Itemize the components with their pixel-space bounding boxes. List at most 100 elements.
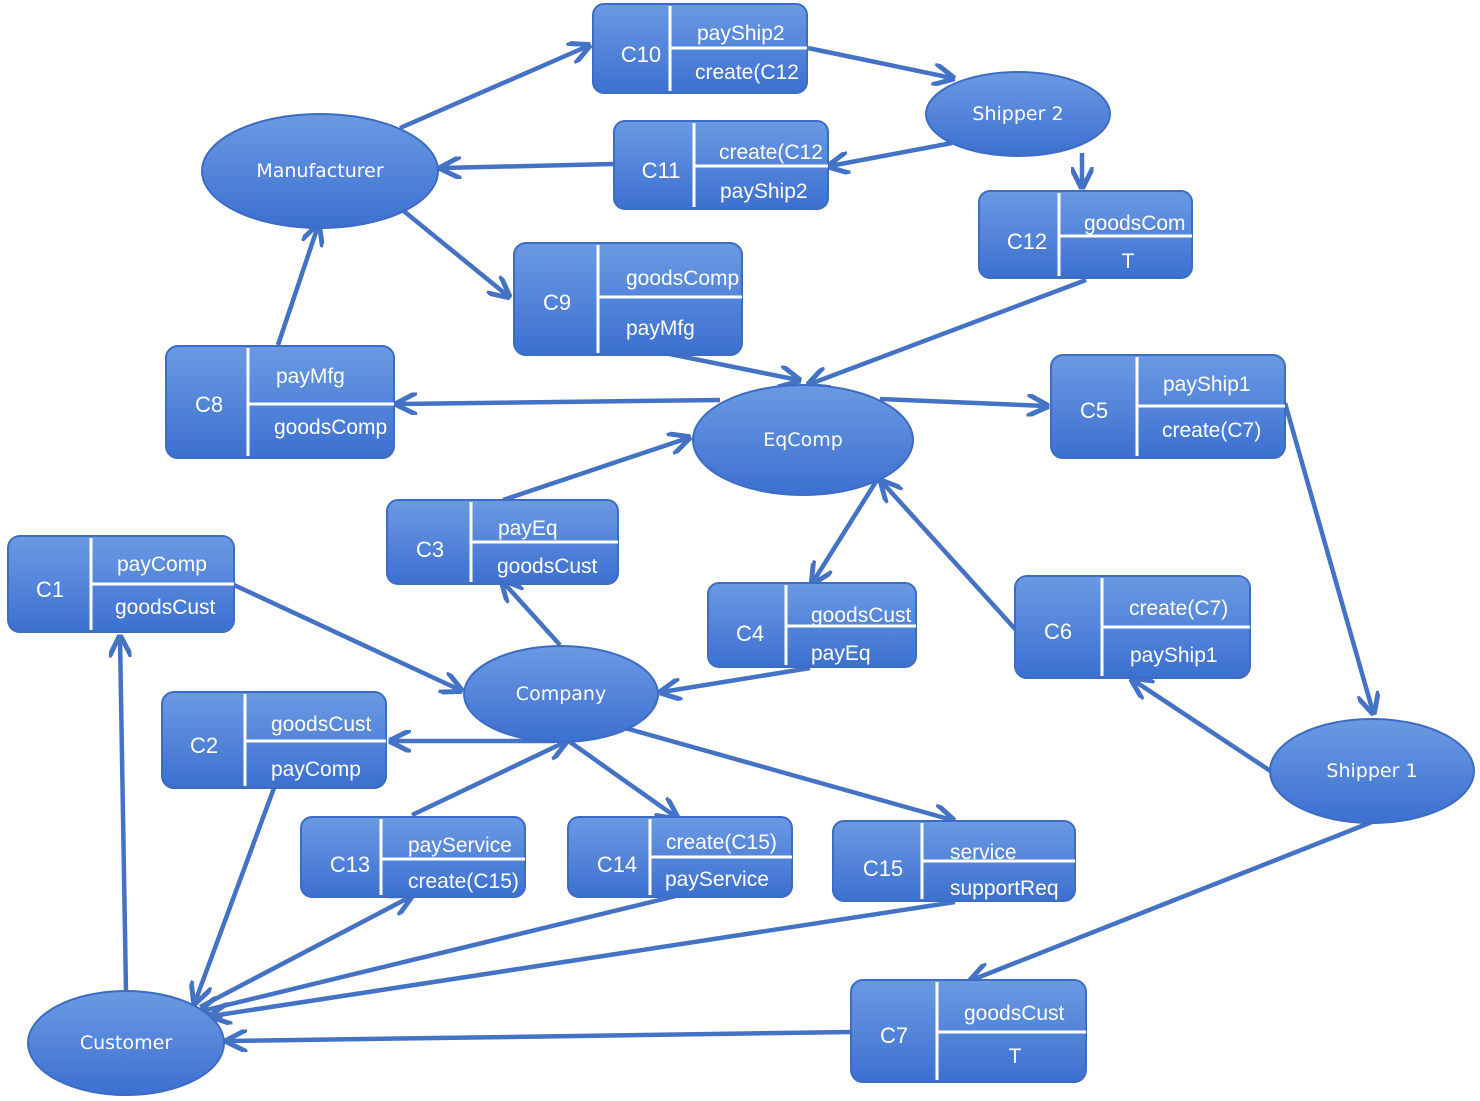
commitment-id: C5 <box>1080 398 1108 423</box>
commitment-consequent: T <box>1009 1045 1022 1068</box>
commitment-antecedent: payShip1 <box>1163 373 1251 396</box>
arrow-c7-to-customer <box>228 1032 852 1041</box>
arrow-c12-to-eqcomp <box>810 277 1087 384</box>
role-company: Company <box>463 645 659 743</box>
arrow-shipper2-to-c11 <box>830 140 953 166</box>
arrow-customer-to-c1 <box>120 638 126 993</box>
arrow-company-to-c14 <box>568 740 676 817</box>
role-label: EqComp <box>763 429 843 451</box>
commitment-antecedent: create(C7) <box>1129 597 1228 620</box>
arrow-c5-to-shipper1 <box>1282 402 1373 712</box>
commitment-antecedent: goodsComp <box>626 267 739 290</box>
commitment-consequent: payEq <box>811 642 871 665</box>
arrow-c15-to-customer <box>212 899 956 1016</box>
commitment-c7: C7 goodsCust T <box>850 979 1087 1083</box>
commitment-antecedent: goodsCust <box>964 1002 1065 1025</box>
commitment-id: C10 <box>621 42 661 67</box>
commitment-antecedent: payService <box>408 834 512 857</box>
commitment-id: C14 <box>597 852 637 877</box>
commitment-c13: C13 payService create(C15) <box>300 816 526 898</box>
role-manufacturer: Manufacturer <box>201 113 439 229</box>
role-label: Shipper 2 <box>972 103 1063 125</box>
commitment-c1: C1 payComp goodsCust <box>7 535 235 633</box>
commitment-consequent: payComp <box>271 758 361 781</box>
arrow-c9-to-eqcomp <box>659 349 798 380</box>
commitment-consequent: goodsComp <box>274 416 387 439</box>
role-shipper2: Shipper 2 <box>925 71 1111 157</box>
commitment-id: C13 <box>330 852 370 877</box>
arrow-c14-to-customer <box>202 892 681 1011</box>
commitment-c5: C5 payShip1 create(C7) <box>1050 354 1286 459</box>
commitment-id: C7 <box>880 1023 908 1048</box>
commitment-c2: C2 goodsCust payComp <box>161 691 387 789</box>
arrow-c8-to-manufacturer <box>275 226 318 346</box>
commitment-consequent: create(C15) <box>408 870 519 893</box>
commitment-id: C15 <box>863 856 903 881</box>
arrow-eqcomp-to-c4 <box>813 478 879 582</box>
arrows <box>120 46 1373 1041</box>
commitment-id: C3 <box>416 537 444 562</box>
arrow-company-to-c15 <box>624 725 952 820</box>
commitment-consequent: payService <box>665 868 769 891</box>
commitment-antecedent: service <box>950 841 1017 864</box>
commitment-c15: C15 service supportReq <box>832 820 1076 902</box>
commitment-consequent: payShip2 <box>720 180 808 203</box>
commitment-consequent: supportReq <box>950 877 1059 900</box>
commitment-antecedent: create(C15) <box>666 831 777 854</box>
commitment-consequent: payMfg <box>626 317 695 340</box>
commitment-antecedent: payMfg <box>276 365 345 388</box>
arrow-c13-to-company <box>411 742 565 818</box>
arrow-c3-to-eqcomp <box>502 438 688 503</box>
commitment-c11: C11 create(C12 payShip2 <box>613 120 829 210</box>
arrow-shipper1-to-c7 <box>972 819 1373 980</box>
arrow-c10-to-shipper2 <box>807 45 952 78</box>
commitment-consequent: payShip1 <box>1130 644 1218 667</box>
role-customer: Customer <box>27 990 225 1096</box>
commitment-antecedent: payEq <box>498 517 558 540</box>
arrow-company-to-c3 <box>503 582 562 647</box>
commitment-id: C4 <box>736 621 764 646</box>
commitment-c14: C14 create(C15) payService <box>567 816 793 898</box>
commitment-id: C12 <box>1007 229 1047 254</box>
arrow-c1-to-company <box>233 582 460 690</box>
commitment-c9: C9 goodsComp payMfg <box>513 242 743 356</box>
commitment-id: C1 <box>36 577 64 602</box>
commitment-c8: C8 payMfg goodsComp <box>165 345 395 459</box>
commitment-consequent: goodsCust <box>115 596 216 619</box>
commitment-c6: C6 create(C7) payShip1 <box>1014 575 1251 679</box>
commitment-antecedent: payComp <box>117 553 207 576</box>
commitment-antecedent: goodsCust <box>271 713 372 736</box>
role-label: Manufacturer <box>256 160 383 182</box>
arrow-eqcomp-to-c5 <box>879 399 1046 406</box>
arrow-shipper1-to-c6 <box>1133 680 1274 774</box>
commitment-antecedent: create(C12 <box>719 141 823 164</box>
arrow-manufacturer-to-c10 <box>399 46 588 131</box>
commitment-consequent: goodsCust <box>497 555 598 578</box>
commitment-id: C9 <box>543 290 571 315</box>
commitment-c3: C3 payEq goodsCust <box>386 499 619 585</box>
commitment-id: C8 <box>195 392 223 417</box>
commitment-antecedent: goodsCust <box>811 604 912 627</box>
arrow-c6-to-eqcomp <box>882 482 1018 632</box>
commitment-consequent: T <box>1122 250 1135 273</box>
commitment-consequent: create(C7) <box>1162 419 1261 442</box>
commitment-c10: C10 payShip2 create(C12 <box>592 3 808 94</box>
role-label: Company <box>516 683 606 705</box>
arrow-c4-to-company <box>662 665 811 692</box>
commitment-c12: C12 goodsCom T <box>978 190 1193 279</box>
arrow-customer-to-c13 <box>198 897 410 1009</box>
arrow-c11-to-manufacturer <box>442 164 614 168</box>
arrow-c2-to-customer <box>195 787 277 1002</box>
commitment-id: C2 <box>190 733 218 758</box>
role-label: Customer <box>80 1032 172 1054</box>
commitment-consequent: create(C12 <box>695 61 799 84</box>
commitment-antecedent: goodsCom <box>1084 212 1186 235</box>
commitment-id: C6 <box>1044 619 1072 644</box>
arrow-eqcomp-to-c8 <box>398 400 721 404</box>
arrow-manufacturer-to-c9 <box>398 206 508 296</box>
commitment-c4: C4 goodsCust payEq <box>707 582 917 668</box>
role-eqcomp: EqComp <box>692 384 914 496</box>
role-shipper1: Shipper 1 <box>1269 718 1475 824</box>
commitment-id: C11 <box>642 158 681 183</box>
